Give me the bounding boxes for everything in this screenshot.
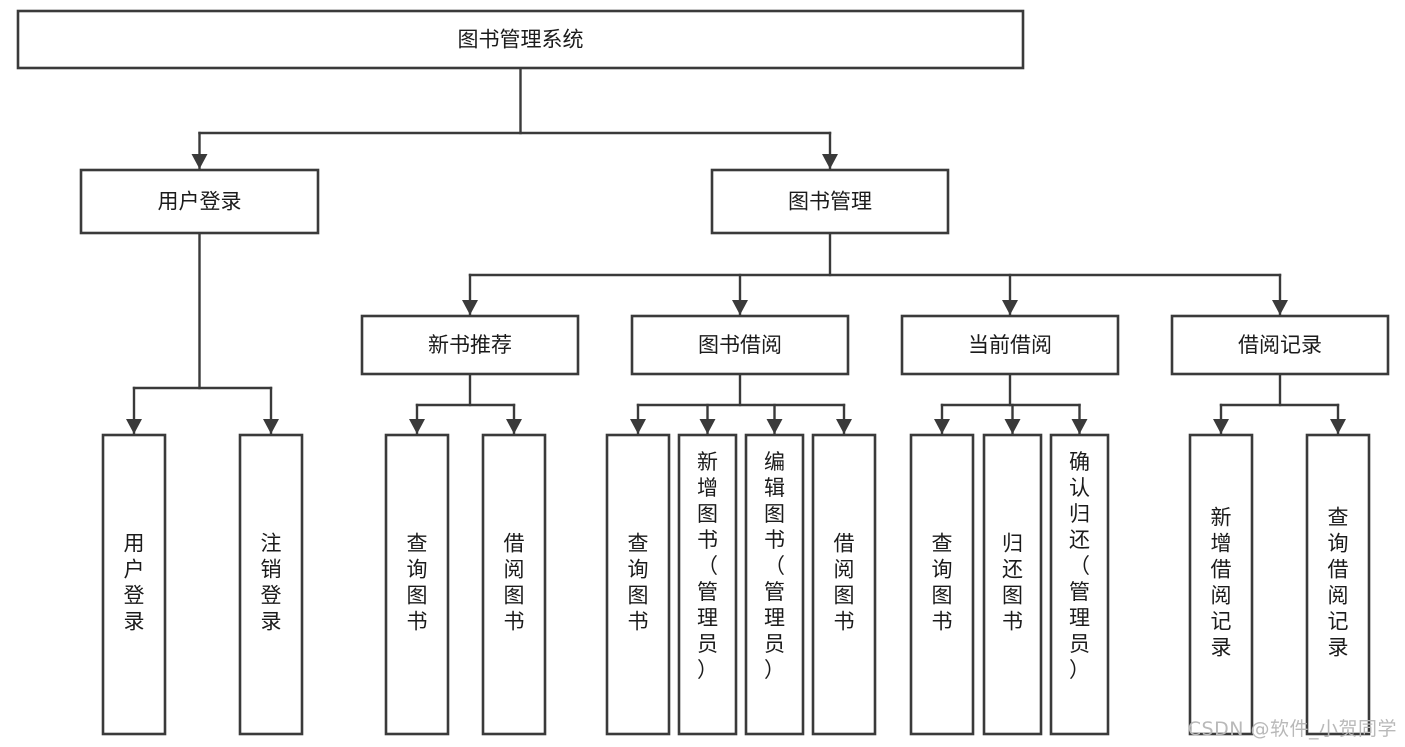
node-label-leaf-query-book-borrow: 查询图书 — [628, 532, 649, 634]
arrow-head-icon — [766, 419, 783, 434]
watermark-text: CSDN @软件_小贺同学 — [1187, 718, 1397, 740]
node-label-leaf-query-book-cur: 查询图书 — [932, 532, 953, 634]
connector-layer — [126, 66, 1346, 436]
arrow-head-icon — [1213, 419, 1229, 434]
arrow-head-icon — [1071, 419, 1088, 434]
arrow-head-icon — [409, 419, 425, 434]
node-box-new-book-rec — [360, 314, 580, 376]
node-user-login[interactable]: 用户登录 — [79, 168, 320, 235]
node-box-leaf-confirm-return — [1049, 433, 1110, 736]
arrow-head-icon — [699, 419, 716, 434]
node-leaf-edit-book[interactable]: 编辑图书（管理员） — [744, 433, 805, 736]
node-label-new-book-rec: 新书推荐 — [428, 333, 512, 357]
node-leaf-query-book-cur[interactable]: 查询图书 — [909, 433, 975, 736]
node-borrow-record[interactable]: 借阅记录 — [1170, 314, 1390, 376]
node-book-manage[interactable]: 图书管理 — [710, 168, 950, 235]
node-label-leaf-borrow-book-rec: 借阅图书 — [504, 532, 525, 634]
node-leaf-borrow-book-rec[interactable]: 借阅图书 — [481, 433, 547, 736]
node-leaf-query-record[interactable]: 查询借阅记录 — [1305, 433, 1371, 736]
node-box-leaf-borrow-book — [811, 433, 877, 736]
node-new-book-rec[interactable]: 新书推荐 — [360, 314, 580, 376]
node-leaf-add-record[interactable]: 新增借阅记录 — [1188, 433, 1254, 736]
arrow-head-icon — [836, 419, 852, 434]
node-label-user-login: 用户登录 — [158, 190, 242, 214]
arrow-head-icon — [732, 300, 748, 315]
node-current-borrow[interactable]: 当前借阅 — [900, 314, 1120, 376]
arrow-head-icon — [126, 419, 142, 434]
node-label-leaf-borrow-book: 借阅图书 — [834, 532, 855, 634]
node-box-book-borrow — [630, 314, 850, 376]
node-leaf-return-book[interactable]: 归还图书 — [982, 433, 1043, 736]
node-label-leaf-return-book: 归还图书 — [1002, 532, 1023, 634]
node-label-book-manage: 图书管理 — [788, 190, 872, 214]
node-box-leaf-query-book-cur — [909, 433, 975, 736]
arrow-head-icon — [506, 419, 522, 434]
arrow-head-icon — [191, 154, 208, 169]
node-box-leaf-query-book-rec — [384, 433, 450, 736]
node-box-leaf-add-book — [677, 433, 738, 736]
node-label-root: 图书管理系统 — [458, 28, 584, 52]
node-label-leaf-user-logout: 注销登录 — [261, 532, 282, 634]
node-label-leaf-user-login: 用户登录 — [124, 532, 145, 634]
node-box-leaf-borrow-book-rec — [481, 433, 547, 736]
node-leaf-user-logout[interactable]: 注销登录 — [238, 433, 304, 736]
node-box-leaf-user-logout — [238, 433, 304, 736]
node-leaf-query-book-borrow[interactable]: 查询图书 — [605, 433, 671, 736]
node-box-user-login — [79, 168, 320, 235]
arrow-head-icon — [1330, 419, 1346, 434]
node-box-book-manage — [710, 168, 950, 235]
arrow-head-icon — [1004, 419, 1021, 434]
node-label-leaf-edit-book: 编辑图书（管理员） — [764, 450, 785, 682]
node-box-leaf-query-book-borrow — [605, 433, 671, 736]
arrow-head-icon — [934, 419, 950, 434]
node-label-borrow-record: 借阅记录 — [1238, 333, 1322, 357]
node-leaf-confirm-return[interactable]: 确认归还（管理员） — [1049, 433, 1110, 736]
node-root[interactable]: 图书管理系统 — [16, 9, 1025, 70]
node-box-leaf-user-login — [101, 433, 167, 736]
node-box-leaf-add-record — [1188, 433, 1254, 736]
node-label-leaf-query-book-rec: 查询图书 — [407, 532, 428, 634]
node-box-leaf-edit-book — [744, 433, 805, 736]
arrow-head-icon — [263, 419, 279, 434]
node-box-borrow-record — [1170, 314, 1390, 376]
node-book-borrow[interactable]: 图书借阅 — [630, 314, 850, 376]
arrow-head-icon — [822, 154, 838, 169]
node-box-leaf-query-record — [1305, 433, 1371, 736]
node-box-root — [16, 9, 1025, 70]
node-label-leaf-query-record: 查询借阅记录 — [1328, 506, 1349, 660]
node-box-leaf-return-book — [982, 433, 1043, 736]
node-leaf-query-book-rec[interactable]: 查询图书 — [384, 433, 450, 736]
node-leaf-borrow-book[interactable]: 借阅图书 — [811, 433, 877, 736]
node-layer: 图书管理系统用户登录图书管理新书推荐图书借阅当前借阅借阅记录用户登录注销登录查询… — [16, 9, 1390, 736]
arrow-head-icon — [1002, 300, 1018, 315]
node-label-leaf-add-book: 新增图书（管理员） — [697, 450, 718, 682]
node-label-book-borrow: 图书借阅 — [698, 333, 782, 357]
arrow-head-icon — [630, 419, 646, 434]
arrow-head-icon — [1272, 300, 1288, 315]
arrow-head-icon — [462, 300, 478, 315]
node-leaf-add-book[interactable]: 新增图书（管理员） — [677, 433, 738, 736]
node-box-current-borrow — [900, 314, 1120, 376]
node-leaf-user-login[interactable]: 用户登录 — [101, 433, 167, 736]
node-label-current-borrow: 当前借阅 — [968, 333, 1052, 357]
node-label-leaf-confirm-return: 确认归还（管理员） — [1069, 450, 1090, 682]
node-label-leaf-add-record: 新增借阅记录 — [1211, 506, 1232, 660]
